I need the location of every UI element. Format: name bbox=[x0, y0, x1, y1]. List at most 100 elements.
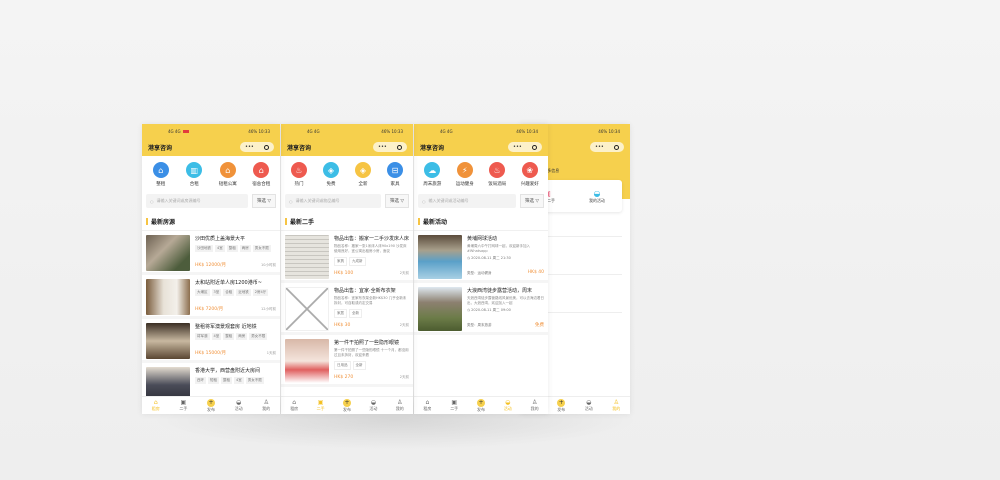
tab-events[interactable]: ◒活动 bbox=[503, 399, 512, 411]
category-grid: ♨热门 ◈免费 ◈全新 ⊟家具 bbox=[281, 156, 413, 191]
more-icon[interactable]: ••• bbox=[513, 144, 522, 150]
my-events-button[interactable]: ◒ 我的活动 bbox=[589, 188, 605, 203]
divider bbox=[520, 236, 622, 237]
status-bar: 4G 4G 46% 10:33 bbox=[281, 124, 413, 138]
filter-button[interactable]: 筛选 ▽ bbox=[520, 194, 544, 208]
search-input[interactable]: ○请输入关键词或房源编号 bbox=[146, 194, 248, 208]
tab-publish[interactable]: +发布 bbox=[206, 398, 215, 412]
category-whole-rent[interactable]: ⌂整租 bbox=[146, 162, 176, 187]
status-bar: 4G 4G 46% 10:34 bbox=[414, 124, 548, 138]
category-sports[interactable]: ⚡运动健身 bbox=[450, 162, 480, 187]
house-icon: ⌂ bbox=[425, 399, 430, 406]
tab-publish[interactable]: +发布 bbox=[557, 398, 566, 412]
event-thumbnail bbox=[418, 287, 462, 331]
close-icon[interactable] bbox=[396, 144, 402, 150]
box-icon: ▣ bbox=[180, 399, 187, 406]
category-dorm[interactable]: ⌂宿舍合租 bbox=[246, 162, 276, 187]
tag-icon: ◈ bbox=[323, 162, 339, 178]
category-weekend-trip[interactable]: ☁周末旅游 bbox=[417, 162, 447, 187]
tab-secondhand[interactable]: ▣二手 bbox=[179, 399, 188, 411]
dorm-icon: ⌂ bbox=[253, 162, 270, 178]
mini-capsule[interactable]: ••• bbox=[508, 142, 542, 152]
divider bbox=[520, 312, 622, 313]
category-hobbies[interactable]: ❀兴趣爱好 bbox=[515, 162, 545, 187]
list-item[interactable]: 大浪西湾徒步露营活动，周末 天浪西湾徒步露营路线风景优美，可以去海边看日出，大浪… bbox=[414, 283, 548, 335]
tab-publish[interactable]: +发布 bbox=[476, 398, 485, 412]
dining-icon: ♨ bbox=[489, 162, 506, 178]
category-new[interactable]: ◈全新 bbox=[348, 162, 378, 187]
listing-thumbnail bbox=[146, 235, 190, 271]
app-title: 港享咨询 bbox=[420, 144, 445, 152]
tab-rent[interactable]: ⌂租房 bbox=[423, 399, 432, 411]
building-icon: ▥ bbox=[186, 162, 203, 178]
filter-button[interactable]: 筛选 ▽ bbox=[252, 194, 276, 208]
plus-icon: + bbox=[476, 398, 485, 407]
tab-profile[interactable]: ♙我的 bbox=[262, 399, 271, 411]
tab-publish[interactable]: +发布 bbox=[342, 398, 351, 412]
tab-rent[interactable]: ⌂租房 bbox=[290, 399, 299, 411]
bag-icon: ◒ bbox=[586, 399, 592, 406]
title-bar: 港享咨询 ••• bbox=[142, 138, 280, 156]
search-input[interactable]: ○输入关键词或活动编号 bbox=[418, 194, 516, 208]
tab-events[interactable]: ◒活动 bbox=[369, 399, 378, 411]
category-short-term[interactable]: ⌂短租公寓 bbox=[213, 162, 243, 187]
title-bar: 港享咨询 ••• bbox=[281, 138, 413, 156]
status-time: 46% 10:33 bbox=[381, 128, 403, 134]
tab-events[interactable]: ◒活动 bbox=[584, 399, 593, 411]
house-icon: ⌂ bbox=[152, 162, 169, 178]
category-furniture[interactable]: ⊟家具 bbox=[380, 162, 410, 187]
listing-thumbnail bbox=[146, 323, 190, 359]
apartment-icon: ⌂ bbox=[219, 162, 236, 178]
close-icon[interactable] bbox=[263, 144, 269, 150]
category-dining[interactable]: ♨饭局酒局 bbox=[482, 162, 512, 187]
phone-rent: 4G 4G 46% 10:33 港享咨询 ••• ⌂整租 ▥合租 ⌂短租公寓 ⌂… bbox=[142, 124, 280, 414]
category-hot[interactable]: ♨热门 bbox=[284, 162, 314, 187]
tab-secondhand[interactable]: ▣二手 bbox=[450, 399, 459, 411]
list-item[interactable]: 黄埔网球活动 黄埔周六中午打网球一起，欢迎新手加入 #Whatsapp ◷ 20… bbox=[414, 231, 548, 283]
filter-button[interactable]: 筛选 ▽ bbox=[385, 194, 409, 208]
plus-icon: + bbox=[557, 398, 566, 407]
more-icon[interactable]: ••• bbox=[378, 144, 387, 150]
tab-events[interactable]: ◒活动 bbox=[234, 399, 243, 411]
close-icon[interactable] bbox=[531, 144, 537, 150]
category-free[interactable]: ◈免费 bbox=[316, 162, 346, 187]
flower-icon: ❀ bbox=[521, 162, 538, 178]
status-bar: 4G 4G 46% 10:33 bbox=[142, 124, 280, 138]
plus-icon: + bbox=[342, 398, 351, 407]
list-item[interactable]: 物品出售：宜家·全新布衣架 物品名称：宜家布衣架全新HK$30 几乎全新未拆封，… bbox=[281, 283, 413, 335]
tab-profile[interactable]: ♙我的 bbox=[530, 399, 539, 411]
more-icon[interactable]: ••• bbox=[245, 144, 254, 150]
section-title: 最新活动 bbox=[414, 211, 548, 231]
tag-icon: ◈ bbox=[355, 162, 371, 178]
phone-secondhand: 4G 4G 46% 10:33 港享咨询 ••• ♨热门 ◈免费 ◈全新 ⊟家具… bbox=[281, 124, 413, 414]
title-bar: 港享咨询 ••• bbox=[414, 138, 548, 156]
tab-rent[interactable]: ⌂租房 bbox=[151, 399, 160, 411]
plus-icon: + bbox=[206, 398, 215, 407]
bag-icon: ◒ bbox=[370, 399, 376, 406]
mini-capsule[interactable]: ••• bbox=[590, 142, 624, 152]
more-icon[interactable]: ••• bbox=[595, 144, 604, 150]
divider bbox=[520, 274, 622, 275]
close-icon[interactable] bbox=[613, 144, 619, 150]
search-icon: ○ bbox=[289, 198, 293, 204]
box-icon: ▣ bbox=[451, 399, 458, 406]
list-item[interactable]: 第一件干拍照了一些隐形眼镜 第一件干拍照了一些隐形眼镜 十一个月，都没用过且未拆… bbox=[281, 335, 413, 387]
search-icon: ○ bbox=[422, 198, 426, 204]
status-time: 46% 10:34 bbox=[516, 128, 538, 134]
search-input[interactable]: ○请输入关键词或物品编号 bbox=[285, 194, 381, 208]
item-thumbnail bbox=[285, 339, 329, 383]
search-row: ○请输入关键词或房源编号 筛选 ▽ bbox=[142, 191, 280, 211]
battery-icon bbox=[182, 129, 189, 133]
list-item[interactable]: 物品出售：搬家一二手沙发床人床 物品名称：搬家一张1米床人床90x190 沙发床… bbox=[281, 231, 413, 283]
tab-secondhand[interactable]: ▣二手 bbox=[316, 399, 325, 411]
mini-capsule[interactable]: ••• bbox=[373, 142, 407, 152]
tab-profile[interactable]: ♙我的 bbox=[612, 399, 621, 411]
category-shared-rent[interactable]: ▥合租 bbox=[179, 162, 209, 187]
mini-capsule[interactable]: ••• bbox=[240, 142, 274, 152]
tab-profile[interactable]: ♙我的 bbox=[395, 399, 404, 411]
search-row: ○输入关键词或活动编号 筛选 ▽ bbox=[414, 191, 548, 211]
